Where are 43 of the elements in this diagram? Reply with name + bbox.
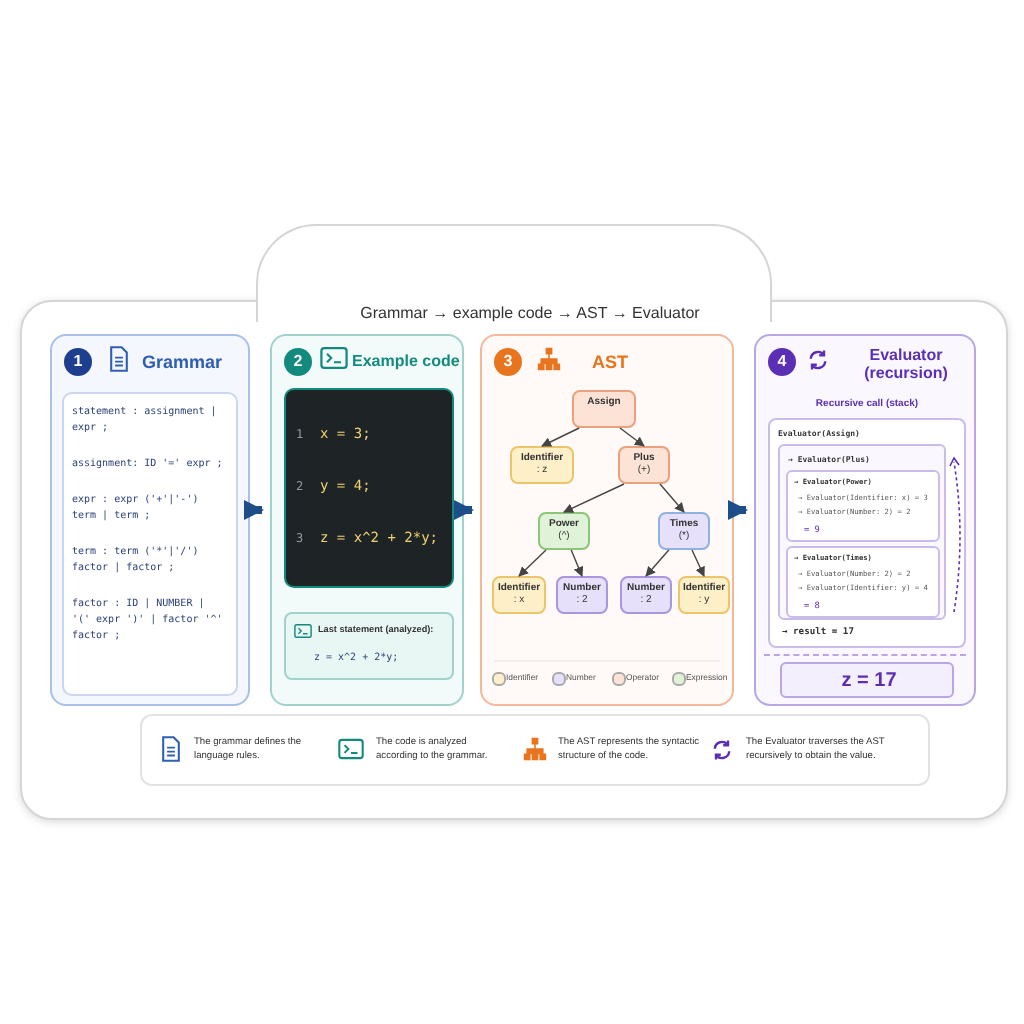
arrow: [563, 483, 625, 513]
result-box: [780, 662, 954, 698]
ast-node: [510, 446, 574, 484]
arrow: [728, 500, 748, 520]
ast-node: [618, 446, 670, 484]
ast-node: [678, 576, 730, 614]
step-number: 2: [284, 348, 312, 376]
ast-node: [492, 576, 546, 614]
panel-title: AST: [592, 352, 628, 372]
arrow: [659, 483, 685, 513]
ast-node: [620, 576, 672, 614]
ast-node: [572, 390, 636, 428]
step-number: 1: [64, 348, 92, 376]
panel: [754, 334, 976, 706]
step-number: 3: [494, 348, 522, 376]
arrow: [518, 549, 547, 577]
statement-box: [284, 612, 454, 680]
ast-node: [658, 512, 710, 550]
arrow: [619, 427, 645, 447]
arrow: [454, 500, 474, 520]
panel-title: Evaluator (recursion): [862, 346, 950, 382]
call-frame: [786, 470, 940, 542]
arrow: [570, 549, 584, 577]
panel-title: Grammar: [142, 352, 223, 372]
summary-bar: [140, 714, 930, 786]
step-number: 4: [768, 348, 796, 376]
call-frame: [786, 546, 940, 618]
arrow: [244, 500, 264, 520]
panel: [270, 334, 464, 706]
panel-title: Example code: [352, 352, 460, 370]
call-frame: [778, 444, 946, 620]
ast-node: [538, 512, 590, 550]
arrow: [645, 549, 670, 577]
arrow: [541, 427, 580, 447]
code-editor: [284, 388, 454, 588]
result-value: z = 17: [839, 670, 899, 692]
arrow: [691, 549, 705, 577]
ast-node: [556, 576, 608, 614]
call-stack-box: [768, 418, 966, 648]
grammar-code-box: [62, 392, 238, 696]
panel: [480, 334, 734, 706]
panel: [50, 334, 250, 706]
subtitle: Grammar → example code → AST → Evaluator: [358, 304, 702, 322]
